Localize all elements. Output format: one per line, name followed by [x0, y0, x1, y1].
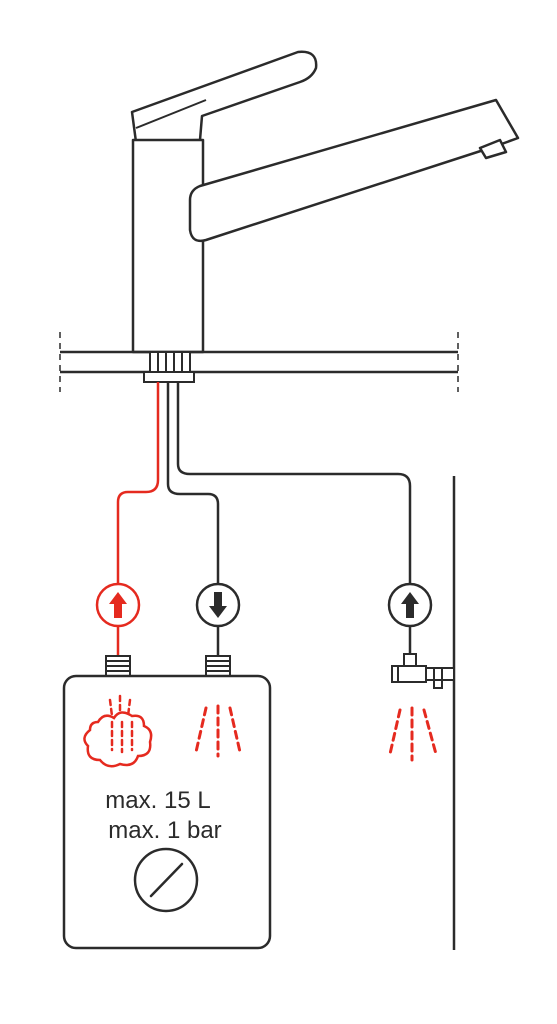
steam-cloud-icon [83, 694, 153, 768]
capacity-label: max. 15 L [105, 787, 210, 814]
faucet-lever [130, 50, 318, 144]
heater-connector-outlet [205, 655, 231, 677]
arrow-up-circle-icon [95, 582, 141, 628]
heater-outlet-hose [166, 382, 220, 586]
faucet [130, 50, 520, 354]
countertop [59, 332, 459, 392]
dial-icon [133, 847, 199, 913]
arrow-up-circle-icon [387, 582, 433, 628]
pressure-label: max. 1 bar [108, 817, 221, 844]
heater-connector-hot [105, 655, 131, 677]
water-spray-icon [194, 704, 242, 758]
faucet-spout [188, 98, 520, 243]
water-spray-icon [388, 706, 438, 762]
angle-valve [391, 653, 455, 689]
mounting-nut [143, 351, 195, 383]
arrow-down-circle-icon [195, 582, 241, 628]
cold-water-hose [176, 382, 412, 586]
hot-water-hose [116, 382, 160, 586]
faucet-column [131, 138, 205, 354]
